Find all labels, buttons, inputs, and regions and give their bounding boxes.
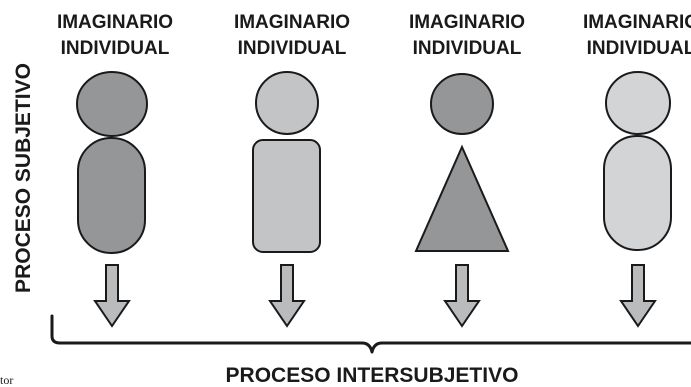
figure-1-title-line2: INDIVIDUAL xyxy=(61,38,170,59)
figure-4-title-line1: IMAGINARIO xyxy=(583,12,691,33)
figure-3: IMAGINARIO INDIVIDUAL xyxy=(409,12,525,328)
figure-3-body xyxy=(414,144,510,252)
intersubjective-brace xyxy=(50,314,691,354)
figure-2-title-line1: IMAGINARIO xyxy=(234,12,350,33)
figure-3-title-line1: IMAGINARIO xyxy=(409,12,525,33)
figure-2-down-arrow xyxy=(268,264,306,328)
figure-2-body xyxy=(252,139,321,253)
figure-1: IMAGINARIO INDIVIDUAL xyxy=(57,12,173,328)
figure-1-down-arrow xyxy=(93,264,131,328)
figure-4-head xyxy=(605,71,671,135)
figure-1-head xyxy=(76,71,148,137)
figure-3-down-arrow xyxy=(443,264,481,328)
figure-1-body xyxy=(77,137,146,254)
figure-4: IMAGINARIO INDIVIDUAL xyxy=(583,12,691,328)
figure-2: IMAGINARIO INDIVIDUAL xyxy=(234,12,350,328)
figure-2-head xyxy=(255,71,319,135)
bottom-label: PROCESO INTERSUBJETIVO xyxy=(226,364,519,387)
figure-4-title-line2: INDIVIDUAL xyxy=(587,38,691,59)
figure-2-title-line2: INDIVIDUAL xyxy=(238,38,347,59)
figure-1-title-line1: IMAGINARIO xyxy=(57,12,173,33)
figure-3-head xyxy=(430,73,494,135)
figure-4-down-arrow xyxy=(619,264,657,328)
figure-3-title-line2: INDIVIDUAL xyxy=(413,38,522,59)
figure-4-body xyxy=(603,135,672,251)
cutoff-text: tor xyxy=(0,373,13,387)
side-label: PROCESO SUBJETIVO xyxy=(12,63,35,293)
